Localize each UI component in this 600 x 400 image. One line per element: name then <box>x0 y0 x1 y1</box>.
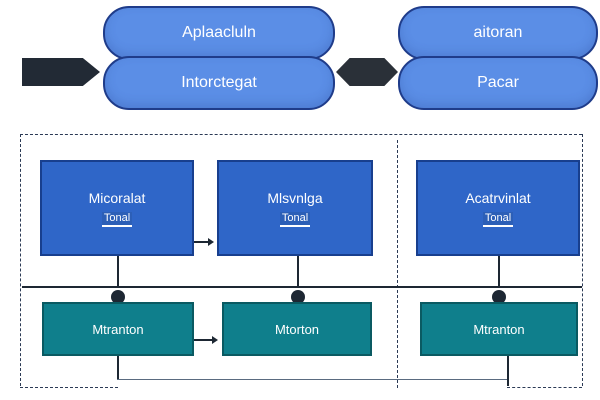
bottom-return-line <box>117 379 509 380</box>
service-3-drop-line <box>498 256 500 286</box>
database-3-bottom-line <box>507 356 509 386</box>
database-link-line <box>194 339 212 341</box>
service-box-1: Micoralat Tonal <box>40 160 194 256</box>
service-box-3: Acatrvinlat Tonal <box>416 160 580 256</box>
service-area-bottom-border-left <box>20 387 118 388</box>
bus-line <box>22 286 582 288</box>
service-title: Mlsvnlga <box>267 189 323 206</box>
database-box-3: Mtranton <box>420 302 578 356</box>
service-area-top-border <box>20 134 582 135</box>
input-arrow-icon <box>22 58 100 86</box>
database-1-bottom-line <box>117 356 119 380</box>
top-right-upper-label: aitoran <box>473 24 523 41</box>
top-right-upper-pill: aitoran <box>398 6 598 60</box>
service-area-left-border <box>20 134 21 386</box>
top-left-lower-label: Intorctegat <box>181 74 257 91</box>
service-1-drop-line <box>117 256 119 286</box>
service-title: Acatrvinlat <box>465 189 531 206</box>
database-label: Mtranton <box>92 321 144 337</box>
top-left-lower-pill: Intorctegat <box>103 56 335 110</box>
database-link-arrow-icon <box>212 336 218 344</box>
service-2-drop-line <box>297 256 299 286</box>
top-left-upper-label: Aplaacluln <box>182 24 256 41</box>
database-box-2: Mtorton <box>222 302 372 356</box>
top-right-lower-label: Pacar <box>477 74 519 91</box>
service-subtitle: Tonal <box>482 211 514 227</box>
service-subtitle: Tonal <box>279 211 311 227</box>
service-area-right-border <box>582 134 583 386</box>
junction-dot-2 <box>291 290 305 304</box>
top-right-lower-pill: Pacar <box>398 56 598 110</box>
service-area-divider <box>397 140 398 388</box>
junction-dot-3 <box>492 290 506 304</box>
database-label: Mtorton <box>274 321 320 337</box>
database-box-1: Mtranton <box>42 302 194 356</box>
service-area-bottom-border-right <box>507 387 582 388</box>
service-subtitle: Tonal <box>101 211 133 227</box>
junction-dot-1 <box>111 290 125 304</box>
service-link-arrow-icon <box>208 238 214 246</box>
database-label: Mtranton <box>473 321 525 337</box>
service-box-2: Mlsvnlga Tonal <box>217 160 373 256</box>
connector-arrow-icon <box>336 58 398 86</box>
top-left-upper-pill: Aplaacluln <box>103 6 335 60</box>
service-link-line <box>194 241 208 243</box>
service-title: Micoralat <box>88 189 146 206</box>
